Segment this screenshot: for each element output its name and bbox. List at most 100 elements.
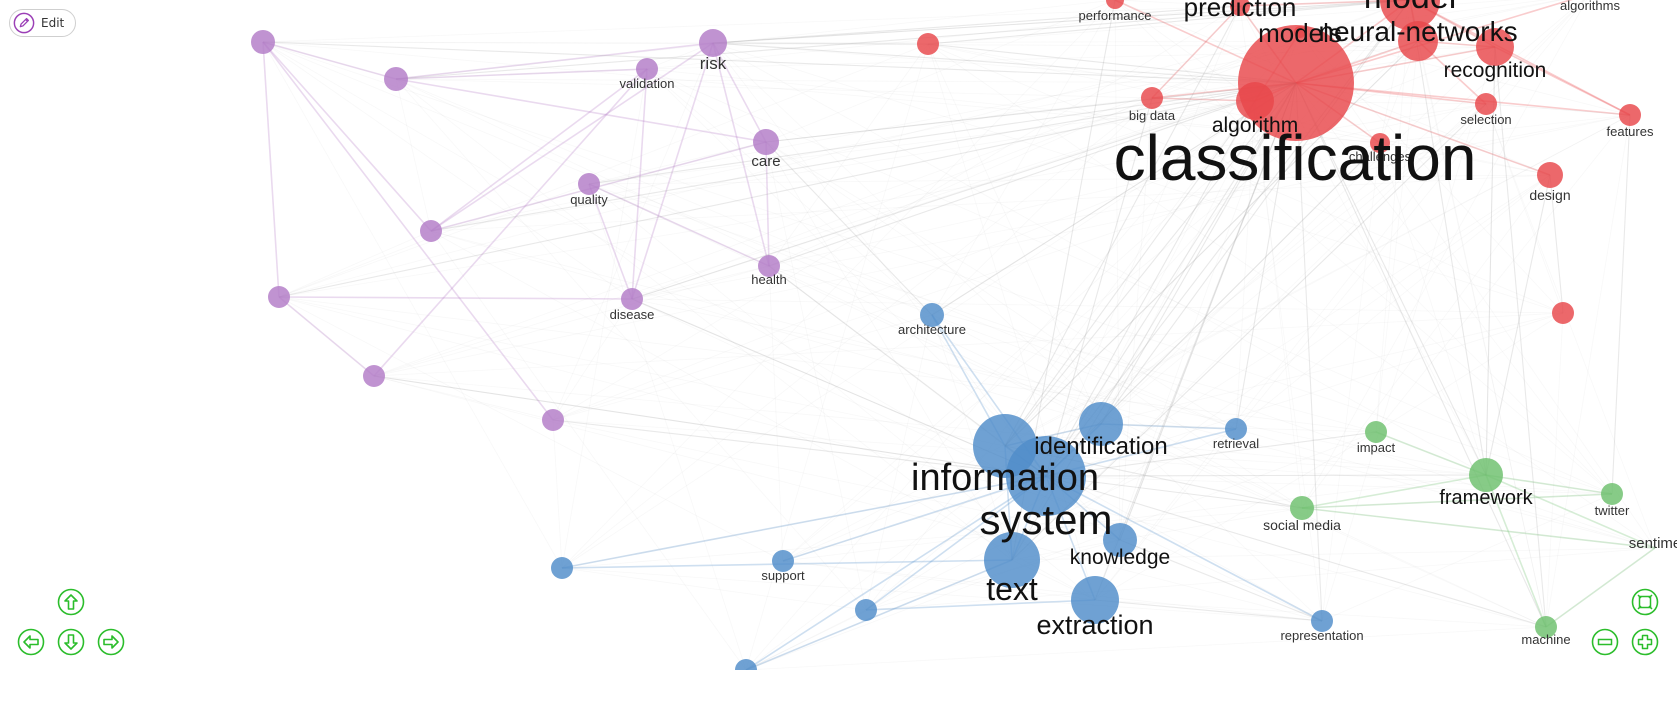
node-machine[interactable] (1535, 616, 1557, 638)
edge-purple-a-purple-b (262, 41, 397, 80)
pan-down-button[interactable] (57, 628, 85, 656)
pan-right-button[interactable] (97, 628, 125, 656)
node-extraction[interactable] (1071, 576, 1119, 624)
edge-classification-red-a (927, 43, 1297, 84)
edge-purple-e-system (373, 375, 1047, 477)
node-purple-f[interactable] (542, 409, 564, 431)
edge-faint-care-quality (588, 141, 767, 185)
node-red-b[interactable] (1552, 302, 1574, 324)
edge-prediction-big-data (1151, 5, 1241, 99)
edge-purple-e-validation (373, 68, 648, 377)
node-architecture[interactable] (920, 303, 944, 327)
node-label-recognition: recognition (1444, 59, 1547, 82)
node-big-data[interactable] (1141, 87, 1163, 109)
node-neural-networks[interactable] (1398, 21, 1438, 61)
edge-faint-design-purple-c (430, 174, 1551, 232)
node-recognition[interactable] (1476, 28, 1514, 66)
edge-faint-big-data-care (765, 97, 1153, 143)
node-red-a[interactable] (917, 33, 939, 55)
node-text[interactable] (984, 532, 1040, 588)
canvas-footer (0, 670, 1677, 713)
pan-left-button[interactable] (17, 628, 45, 656)
node-system[interactable] (1006, 436, 1086, 516)
edge-faint-disease-purple-a (262, 41, 633, 300)
node-purple-c[interactable] (420, 220, 442, 242)
edge-faint-disease-purple-f (552, 298, 633, 421)
edge-faint-extraction-support (782, 560, 1096, 601)
edge-faint-purple-c-extraction (430, 230, 1096, 601)
node-performance[interactable] (1106, 0, 1124, 9)
node-quality[interactable] (578, 173, 600, 195)
zoom-in-icon (1631, 628, 1659, 656)
node-prediction[interactable] (1230, 0, 1250, 16)
edge-system-blue-a (561, 475, 1047, 569)
node-retrieval[interactable] (1225, 418, 1247, 440)
edge-faint-algorithms-selection (1485, 0, 1585, 105)
node-selection[interactable] (1475, 93, 1497, 115)
node-impact[interactable] (1365, 421, 1387, 443)
edge-faint-architecture-text (931, 314, 1013, 561)
edit-button[interactable]: Edit (9, 9, 77, 37)
edge-social-media-twitter (1301, 493, 1613, 509)
edge-purple-b-risk (395, 42, 714, 80)
edge-faint-blue-c-machine (745, 626, 1547, 670)
node-challenges[interactable] (1370, 133, 1390, 153)
edge-purple-d-purple-e (278, 296, 375, 377)
edge-faint-red-a-purple-d (278, 43, 929, 298)
zoom-out-button[interactable] (1591, 628, 1619, 656)
pan-up-button[interactable] (57, 588, 85, 616)
zoom-fit-button[interactable] (1631, 588, 1659, 616)
edge-design-red-b (1549, 174, 1564, 314)
node-purple-b[interactable] (384, 67, 408, 91)
node-blue-a[interactable] (551, 557, 573, 579)
edge-faint-disease-framework (631, 298, 1487, 476)
edge-identification-retrieval (1100, 423, 1237, 430)
edge-faint-purple-d-support (278, 296, 784, 562)
node-representation[interactable] (1311, 610, 1333, 632)
edge-faint-prediction-performance (1114, 0, 1241, 7)
edge-faint-care-retrieval (765, 141, 1237, 430)
node-classification[interactable] (1238, 25, 1354, 141)
node-label-text: text (986, 571, 1038, 607)
node-validation[interactable] (636, 58, 658, 80)
node-knowledge[interactable] (1103, 523, 1137, 557)
edge-faint-algorithm-blue-b (865, 100, 1256, 611)
edge-faint-neural-networks-information (1004, 40, 1419, 447)
node-label-knowledge: knowledge (1070, 546, 1170, 569)
node-framework[interactable] (1469, 458, 1503, 492)
node-purple-e[interactable] (363, 365, 385, 387)
edge-faint-performance-twitter (1114, 0, 1613, 495)
edge-framework-social-media (1301, 474, 1487, 509)
edge-classification-architecture (931, 82, 1297, 316)
edge-faint-quality-health (588, 183, 770, 267)
node-blue-c[interactable] (735, 659, 757, 670)
edge-faint-design-text (1011, 174, 1551, 561)
node-identification[interactable] (1079, 402, 1123, 446)
edge-faint-system-twitter (1045, 475, 1613, 495)
edge-recognition-features (1494, 46, 1631, 116)
node-disease[interactable] (621, 288, 643, 310)
node-label-retrieval: retrieval (1213, 436, 1259, 451)
node-label-model: model (1364, 0, 1457, 16)
node-risk[interactable] (699, 29, 727, 57)
node-features[interactable] (1619, 104, 1641, 126)
node-purple-a[interactable] (251, 30, 275, 54)
node-label-design: design (1529, 187, 1570, 203)
node-support[interactable] (772, 550, 794, 572)
node-care[interactable] (753, 129, 779, 155)
keyword-network-graph[interactable]: modelpredictionperformancealgorithmsmode… (0, 0, 1677, 670)
node-design[interactable] (1537, 162, 1563, 188)
edge-quality-disease (588, 183, 633, 300)
edge-purple-a-purple-d (262, 41, 280, 298)
node-label-identification: identification (1034, 433, 1167, 460)
node-social-media[interactable] (1290, 496, 1314, 520)
node-health[interactable] (758, 255, 780, 277)
nodes-layer (251, 0, 1641, 670)
zoom-in-button[interactable] (1631, 628, 1659, 656)
edge-risk-red-a (712, 42, 929, 45)
node-twitter[interactable] (1601, 483, 1623, 505)
node-blue-b[interactable] (855, 599, 877, 621)
edge-faint-risk-purple-a (262, 41, 714, 44)
node-purple-d[interactable] (268, 286, 290, 308)
network-svg[interactable]: modelpredictionperformancealgorithmsmode… (0, 0, 1677, 670)
